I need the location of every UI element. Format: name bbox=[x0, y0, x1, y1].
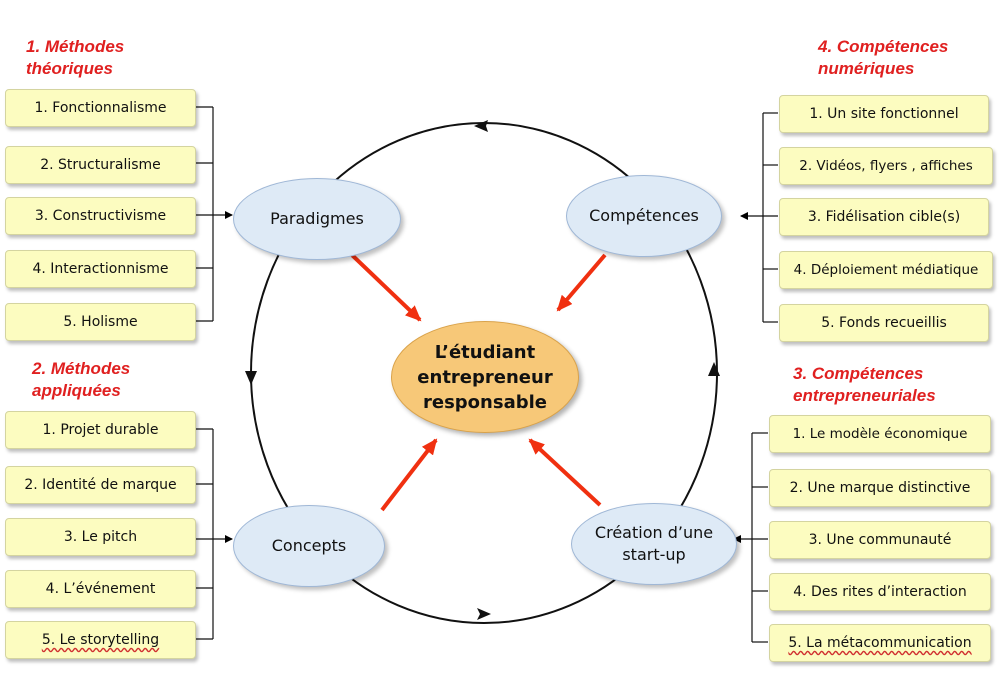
g1-item-4: 4. Interactionnisme bbox=[5, 250, 196, 288]
node-creation-label-line1: Création d’une bbox=[594, 523, 714, 542]
node-creation-label-line2: start-up bbox=[622, 545, 686, 564]
node-concepts-label: Concepts bbox=[271, 536, 347, 555]
g2-item-2: 2. Identité de marque bbox=[5, 466, 196, 504]
center-node-student: L’étudiant entrepreneur responsable bbox=[391, 321, 579, 433]
group-1-title: 1. Méthodes théoriques bbox=[26, 36, 124, 80]
g3-item-4: 4. Des rites d’interaction bbox=[769, 573, 991, 611]
bracket-g2 bbox=[195, 428, 233, 640]
g4-item-5: 5. Fonds recueillis bbox=[779, 304, 989, 342]
group-3-title: 3. Compétences entrepreneuriales bbox=[793, 363, 936, 407]
group-4-title-line1: 4. Compétences bbox=[818, 37, 949, 56]
bracket-g1 bbox=[195, 106, 233, 322]
g2-item-5: 5. Le storytelling bbox=[5, 621, 196, 659]
node-paradigmes: Paradigmes bbox=[233, 178, 401, 260]
g2-item-4: 4. L’événement bbox=[5, 570, 196, 608]
node-competences: Compétences bbox=[566, 175, 722, 257]
red-arrow-paradigmes bbox=[350, 253, 422, 322]
bracket-g3 bbox=[733, 432, 768, 643]
cycle-arrow-right bbox=[708, 362, 720, 376]
g2-item-1: 1. Projet durable bbox=[5, 411, 196, 449]
g2-item-5-label: 5. Le storytelling bbox=[41, 632, 160, 648]
g4-item-3: 3. Fidélisation cible(s) bbox=[779, 198, 989, 236]
group-3-title-line2: entrepreneuriales bbox=[793, 386, 936, 405]
group-2-title: 2. Méthodes appliquées bbox=[32, 358, 130, 402]
group-3-title-line1: 3. Compétences bbox=[793, 364, 924, 383]
g3-item-3: 3. Une communauté bbox=[769, 521, 991, 559]
center-line2: entrepreneur bbox=[417, 366, 553, 388]
g3-item-2: 2. Une marque distinctive bbox=[769, 469, 991, 507]
cycle-arrow-bottom bbox=[477, 608, 491, 620]
group-1-title-line2: théoriques bbox=[26, 59, 113, 78]
group-1-title-line1: 1. Méthodes bbox=[26, 37, 125, 56]
center-line1: L’étudiant bbox=[434, 341, 536, 363]
group-2-title-line1: 2. Méthodes bbox=[32, 359, 131, 378]
g1-item-2: 2. Structuralisme bbox=[5, 146, 196, 184]
center-line3: responsable bbox=[423, 391, 547, 413]
g4-item-4: 4. Déploiement médiatique bbox=[779, 251, 993, 289]
group-4-title-line2: numériques bbox=[818, 59, 915, 78]
g1-item-3: 3. Constructivisme bbox=[5, 197, 196, 235]
cycle-arrow-left bbox=[245, 371, 257, 385]
group-2-title-line2: appliquées bbox=[32, 381, 121, 400]
g3-item-1: 1. Le modèle économique bbox=[769, 415, 991, 453]
g4-item-1: 1. Un site fonctionnel bbox=[779, 95, 989, 133]
red-arrow-creation bbox=[528, 438, 602, 507]
cycle-arrow-top bbox=[474, 120, 488, 132]
g3-item-5-label: 5. La métacommunication bbox=[788, 635, 972, 651]
node-competences-label: Compétences bbox=[589, 206, 699, 225]
red-arrow-concepts bbox=[380, 438, 438, 512]
g4-item-2: 2. Vidéos, flyers , affiches bbox=[779, 147, 993, 185]
g3-item-5: 5. La métacommunication bbox=[769, 624, 991, 662]
bracket-g4 bbox=[740, 112, 778, 323]
g1-item-5: 5. Holisme bbox=[5, 303, 196, 341]
g2-item-3: 3. Le pitch bbox=[5, 518, 196, 556]
red-arrow-competences bbox=[556, 253, 607, 312]
node-concepts: Concepts bbox=[233, 505, 385, 587]
g1-item-1: 1. Fonctionnalisme bbox=[5, 89, 196, 127]
node-creation-startup: Création d’une start-up bbox=[571, 503, 737, 585]
node-paradigmes-label: Paradigmes bbox=[270, 209, 364, 228]
group-4-title: 4. Compétences numériques bbox=[818, 36, 948, 80]
